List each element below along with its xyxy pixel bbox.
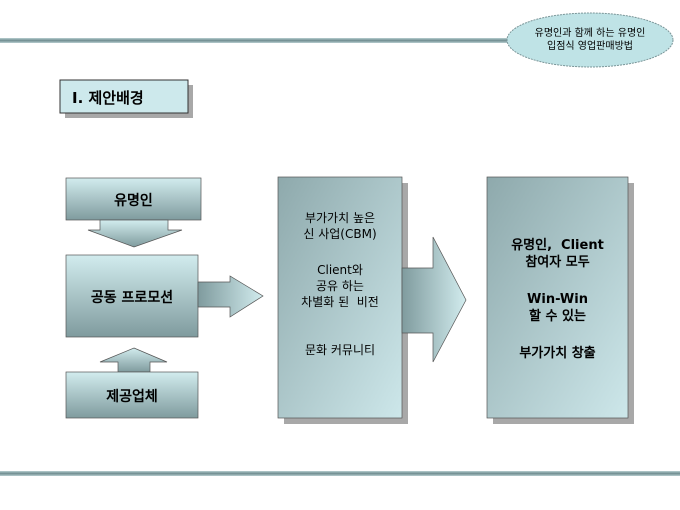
header-badge <box>506 12 674 68</box>
header-badge-text: 유명인과 함께 하는 유명인 입점식 영업판매방법 <box>507 27 673 53</box>
middle-text: 부가가치 높은 신 사업(CBM) Client와 공유 하는 차별화 된 비전… <box>278 210 402 358</box>
celebrity-box <box>65 177 202 221</box>
middle-line: 부가가치 높은 <box>304 211 376 225</box>
joint-promotion-box <box>65 254 199 338</box>
up-arrow <box>99 347 168 373</box>
result-line: 할 수 있는 <box>529 309 586 324</box>
middle-line: 공유 하는 <box>316 279 364 293</box>
supplier-label: 제공업체 <box>106 389 158 405</box>
top-divider <box>0 38 510 43</box>
result-line: 유명인, Client <box>511 238 604 253</box>
down-arrow <box>87 219 183 248</box>
right-arrow-small <box>197 275 264 318</box>
celebrity-label: 유명인 <box>114 193 153 209</box>
middle-box <box>277 176 403 419</box>
supplier-box <box>65 371 199 419</box>
result-line: 참여자 모두 <box>525 255 590 270</box>
middle-line: 차별화 된 비전 <box>301 295 379 309</box>
joint-promotion-label: 공동 프로모션 <box>90 290 174 306</box>
right-arrow-large <box>401 236 467 363</box>
middle-line: Client와 <box>317 263 363 277</box>
badge-line-1: 유명인과 함께 하는 유명인 <box>534 28 646 39</box>
result-text: 유명인, Client 참여자 모두 Win-Win 할 수 있는 부가가치 창… <box>487 237 628 362</box>
result-line: 부가가치 창출 <box>519 346 596 361</box>
result-box <box>486 176 629 419</box>
badge-line-2: 입점식 영업판매방법 <box>547 41 633 52</box>
middle-line: 문화 커뮤니티 <box>304 343 376 357</box>
bottom-divider <box>0 471 680 476</box>
section-title-box <box>59 79 189 114</box>
section-title: Ⅰ. 제안배경 <box>72 89 144 107</box>
middle-line: 신 사업(CBM) <box>303 227 377 241</box>
result-line: Win-Win <box>527 292 588 307</box>
